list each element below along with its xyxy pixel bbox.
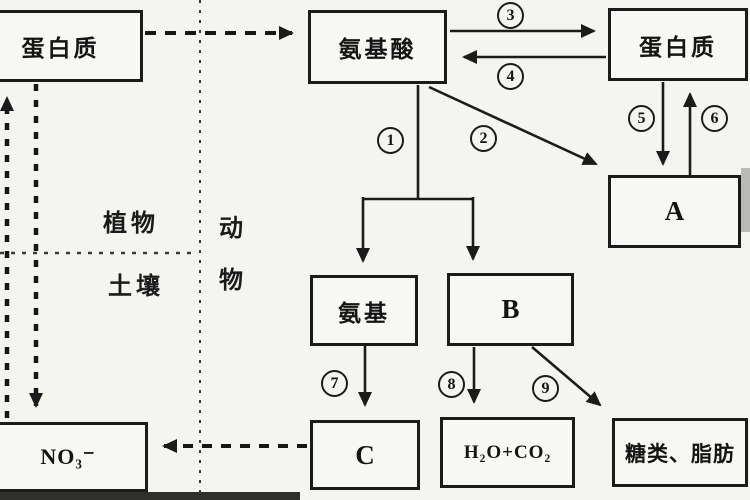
step-3-badge: 3 — [497, 2, 524, 29]
step-2-badge: 2 — [470, 125, 497, 152]
arrow-9-b-to-sugars-fats — [531, 346, 602, 407]
box-amino-group: 氨基 — [310, 275, 418, 346]
label-soil: 土壤 — [108, 273, 164, 300]
scan-artifact-right-smudge — [741, 168, 750, 232]
box-a: A — [608, 175, 741, 248]
step-6-badge: 6 — [701, 105, 728, 132]
step-1-badge: 1 — [377, 127, 404, 154]
arrow-2-aminoacid-to-a — [428, 85, 598, 166]
box-protein-left: 蛋白质 — [0, 10, 143, 82]
box-c: C — [310, 420, 420, 490]
step-7-badge: 7 — [321, 370, 348, 397]
box-protein-right: 蛋白质 — [608, 8, 748, 81]
box-b: B — [447, 273, 574, 346]
label-plant: 植物 — [103, 210, 159, 237]
box-water-co2: H₂O+CO₂ — [440, 417, 575, 488]
step-5-badge: 5 — [628, 105, 655, 132]
step-4-badge: 4 — [497, 63, 524, 90]
step-9-badge: 9 — [532, 375, 559, 402]
box-amino-acid: 氨基酸 — [308, 10, 447, 84]
box-nitrate: NO₃⁻ — [0, 422, 148, 492]
box-sugars-fats: 糖类、脂肪 — [612, 418, 748, 487]
label-animal: 动物 — [219, 215, 243, 294]
step-8-badge: 8 — [438, 371, 465, 398]
scan-artifact-bottom-bar — [0, 492, 300, 500]
